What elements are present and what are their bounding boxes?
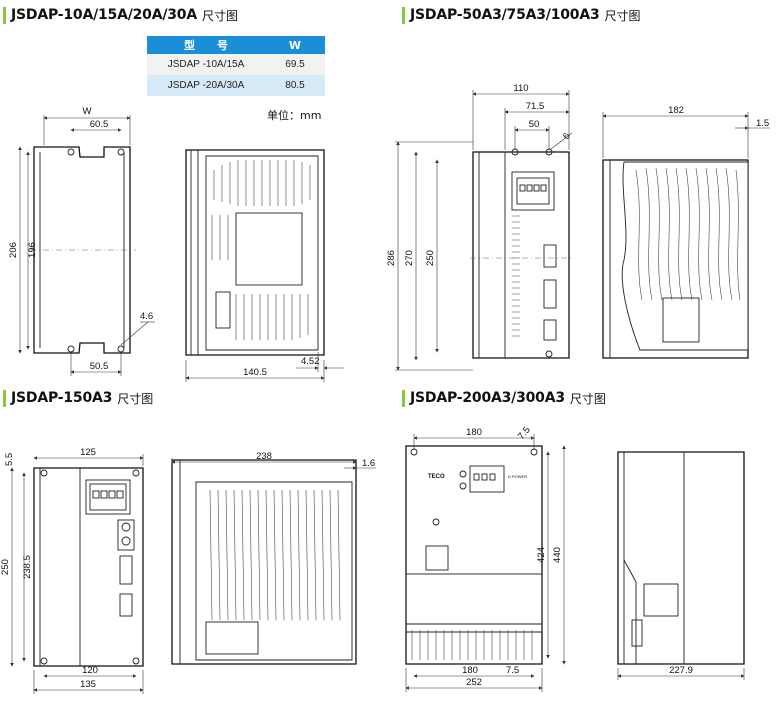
drawing-4-front: TECO D.POWER 180 7.5 424 440 180 7.5 252 (405, 425, 566, 692)
section-title-2: JSDAP-50A3/75A3/100A3 尺寸图 (402, 5, 641, 25)
accent-bar (3, 389, 6, 407)
section-title-suffix: 尺寸图 (201, 8, 238, 23)
dim-140-5: 140.5 (243, 367, 267, 378)
section-title-4: JSDAP-200A3/300A3 尺寸图 (402, 388, 606, 408)
dim-196: 196 (27, 242, 38, 258)
dim-180-top: 180 (466, 427, 482, 438)
drawing-1-side: 140.5 4.52 (185, 149, 344, 382)
dim-286: 286 (386, 250, 397, 266)
section-title-suffix: 尺寸图 (117, 391, 154, 406)
dim-120: 120 (82, 665, 98, 676)
drawing-3-front: 125 5.5 250 238.5 120 135 (0, 447, 144, 694)
dim-1-6: 1.6 (362, 458, 375, 469)
dim-227-9: 227.9 (669, 665, 693, 676)
section-title-3: JSDAP-150A3 尺寸图 (3, 388, 153, 408)
dim-w: W (83, 106, 92, 117)
accent-bar (402, 6, 405, 24)
section-title-text: JSDAP-200A3/300A3 (410, 390, 565, 406)
dim-110: 110 (513, 83, 528, 94)
dim-125: 125 (80, 447, 96, 458)
dim-440: 440 (552, 547, 563, 563)
spec-table-header: 型 号 W (147, 36, 325, 54)
table-row: JSDAP -20A/30A 80.5 (147, 75, 325, 96)
header-w: W (265, 36, 325, 54)
dim-270: 270 (404, 250, 415, 266)
section-title-suffix: 尺寸图 (604, 8, 641, 23)
dim-7-5: 7.5 (506, 665, 519, 676)
drawing-3-side: 238 1.6 (171, 451, 376, 665)
accent-bar (3, 6, 6, 24)
dim-50: 50 (529, 119, 540, 130)
dim-182: 182 (668, 105, 684, 116)
dim-hole-6: 6 (561, 131, 573, 142)
cell-model: JSDAP -20A/30A (147, 75, 265, 96)
dim-180-bottom: 180 (462, 665, 478, 676)
dim-135: 135 (80, 679, 96, 690)
drawing-2-side: 182 1.5 (602, 105, 770, 359)
accent-bar (402, 389, 405, 407)
dim-238-5: 238.5 (22, 555, 33, 579)
header-model: 型 号 (147, 36, 265, 54)
spec-table: 型 号 W JSDAP -10A/15A 69.5 JSDAP -20A/30A… (147, 36, 325, 96)
brand-label: TECO (428, 474, 445, 480)
section-title-1: JSDAP-10A/15A/20A/30A 尺寸图 (3, 5, 238, 25)
section-title-suffix: 尺寸图 (569, 391, 606, 406)
section-title-text: JSDAP-10A/15A/20A/30A (11, 7, 197, 23)
dim-250: 250 (425, 250, 436, 266)
cell-w: 69.5 (265, 54, 325, 75)
dim-60-5: 60.5 (90, 119, 109, 130)
dim-hole-5-5: 5.5 (4, 453, 15, 466)
dim-424: 424 (536, 547, 547, 563)
dim-4-52: 4.52 (301, 356, 320, 367)
dim-206: 206 (8, 242, 19, 258)
table-row: JSDAP -10A/15A 69.5 (147, 54, 325, 75)
section-title-text: JSDAP-150A3 (11, 390, 113, 406)
dim-1-5: 1.5 (756, 118, 769, 129)
dim-50-5: 50.5 (90, 361, 109, 372)
cell-model: JSDAP -10A/15A (147, 54, 265, 75)
dim-250b: 250 (0, 559, 11, 575)
icon-label: D.POWER (508, 474, 527, 479)
drawing-4-side: 227.9 (617, 451, 745, 680)
dim-71-5: 71.5 (526, 101, 545, 112)
unit-note: 单位：mm (267, 109, 322, 122)
dim-252: 252 (466, 677, 482, 688)
dim-4-6: 4.6 (140, 311, 153, 322)
drawing-2-front: 110 71.5 50 6 286 270 250 (386, 83, 573, 371)
section-title-text: JSDAP-50A3/75A3/100A3 (410, 7, 600, 23)
cell-w: 80.5 (265, 75, 325, 96)
drawing-1-front: W 60.5 206 196 4.6 50.5 (8, 106, 155, 376)
dim-hole-7-5: 7.5 (516, 425, 533, 442)
dim-238: 238 (256, 451, 272, 462)
